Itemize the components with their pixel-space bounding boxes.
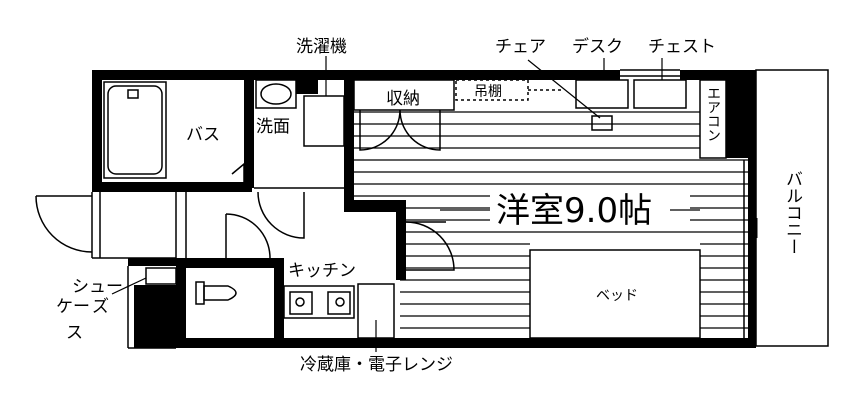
air-conditioner — [699, 79, 727, 159]
label-storage: 収納 — [386, 89, 420, 109]
label-shoe-case-line3: ケー — [56, 297, 90, 317]
bathtub — [103, 81, 167, 179]
kitchen-sink — [283, 285, 355, 319]
label-upper-shelf: 吊棚 — [474, 84, 502, 100]
outlines — [91, 69, 829, 349]
label-balcony: バルコニー — [782, 170, 802, 255]
label-shoe-case-line4: ス — [66, 323, 83, 343]
label-bath: バス — [186, 125, 220, 145]
label-shoe-case-line1: シュー — [72, 277, 123, 297]
label-air-conditioner: エアコン — [705, 86, 721, 142]
label-bed: ベッド — [596, 288, 638, 304]
toilet — [195, 281, 237, 305]
label-chest: チェスト — [648, 37, 716, 57]
western-room-flooring — [352, 111, 748, 329]
label-western-room: 洋室9.0帖 — [496, 191, 652, 231]
label-kitchen: キッチン — [288, 261, 356, 281]
callout-lines — [111, 56, 663, 352]
chair — [591, 115, 613, 131]
bed — [529, 249, 701, 339]
chest — [633, 79, 687, 109]
washing-machine — [303, 95, 345, 147]
label-shoe-case-line2: ズ — [92, 297, 109, 317]
label-washroom: 洗面 — [256, 117, 290, 137]
washbasin — [255, 79, 297, 109]
label-fridge-microwave: 冷蔵庫・電子レンジ — [300, 355, 453, 375]
label-washing-machine: 洗濯機 — [296, 37, 347, 57]
desk — [575, 79, 629, 109]
label-desk: デスク — [572, 36, 623, 57]
doors — [35, 109, 455, 271]
label-chair: チェア — [495, 37, 546, 57]
